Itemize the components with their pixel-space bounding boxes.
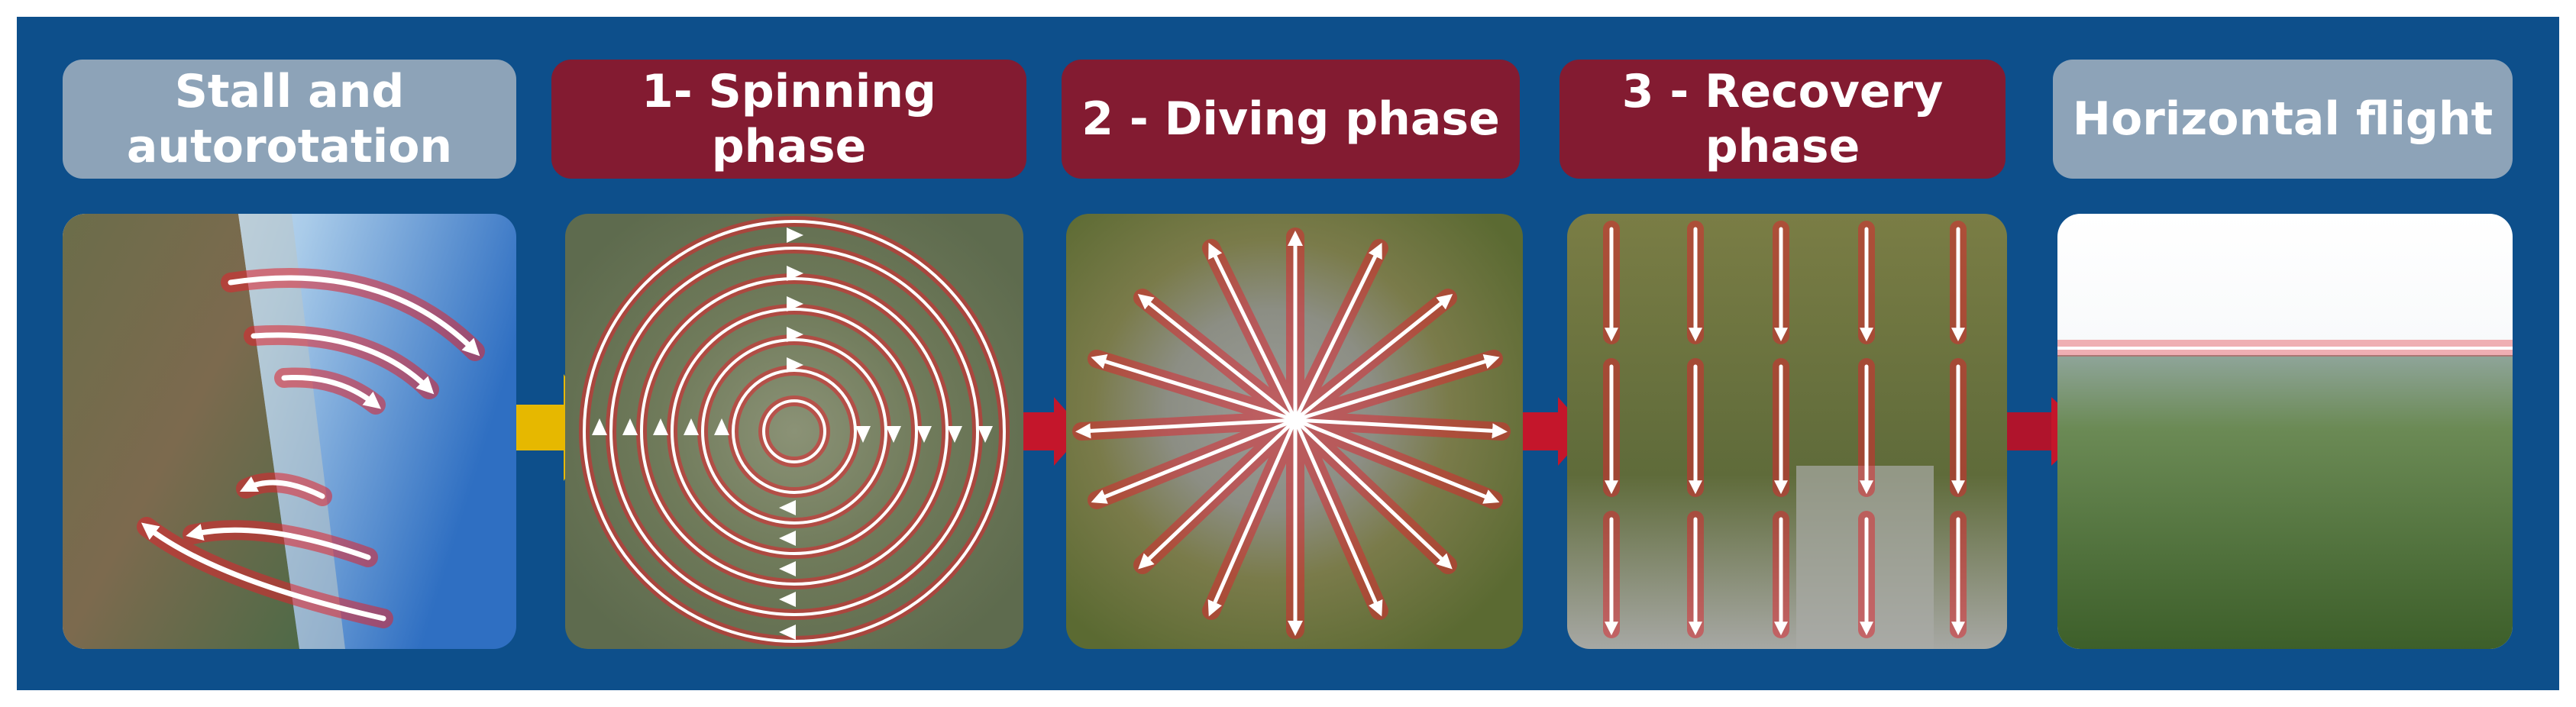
- tile-spinning-phase: [565, 214, 1023, 649]
- tile-horizontal-flight: [2057, 214, 2513, 649]
- connector-arrow-red-2: [1520, 397, 1589, 466]
- radial-arrows-icon: [1066, 214, 1523, 649]
- tile-recovery-phase: [1567, 214, 2007, 649]
- spiral-arrows-icon: [565, 214, 1023, 649]
- tile-diving-phase: [1066, 214, 1523, 649]
- curved-arrows-icon: [63, 214, 516, 649]
- tile-stall-autorotation: [63, 214, 516, 649]
- label-horizontal-flight: Horizontal flight: [2053, 60, 2513, 179]
- horizon-line-icon: [2057, 214, 2513, 649]
- downward-arrows-icon: [1567, 214, 2007, 649]
- label-spinning-phase: 1- Spinning phase: [551, 60, 1026, 179]
- label-diving-phase: 2 - Diving phase: [1062, 60, 1520, 179]
